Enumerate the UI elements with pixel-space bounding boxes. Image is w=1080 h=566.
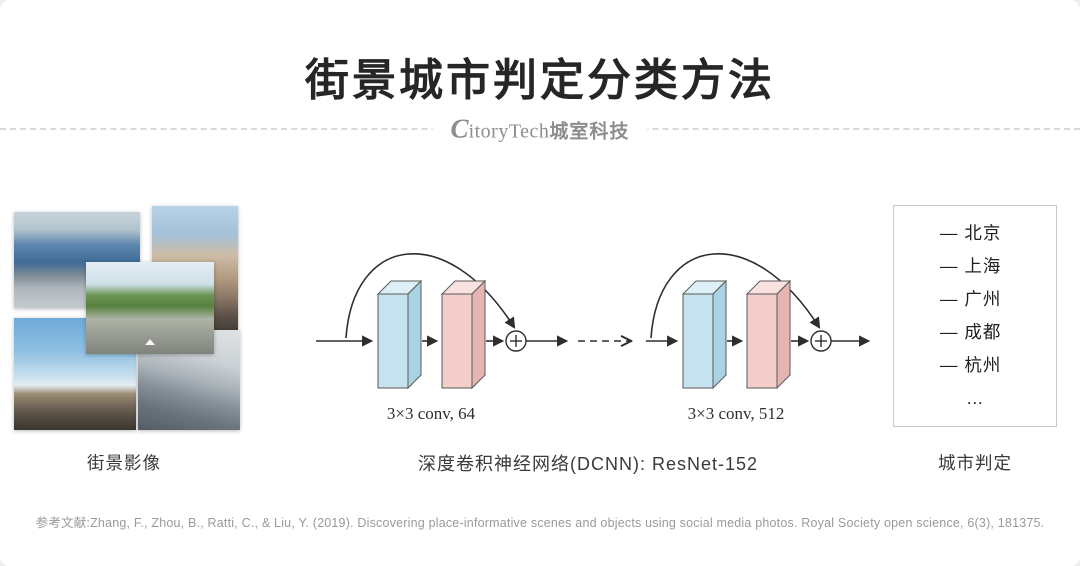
brand-logo-initial: C (450, 113, 469, 144)
conv-layer-pink-1 (440, 279, 487, 390)
city-list-ellipsis: … (966, 388, 986, 408)
page-title: 街景城市判定分类方法 (305, 56, 775, 105)
conv-layer-pink-2 (745, 279, 792, 390)
conv-layer-blue-2 (681, 279, 728, 390)
brand-logo-cjk: 城室科技 (549, 121, 630, 143)
conv-layer-blue-1 (376, 279, 423, 390)
resnet-block-2: 3×3 conv, 512 (646, 253, 871, 423)
street-view-caption: 街景影像 (87, 453, 161, 473)
brand-logo: CitoryTech城室科技 (432, 113, 648, 145)
cities-caption: 城市判定 (938, 453, 1012, 473)
street-view-collage: ▲ ▲ (12, 206, 240, 438)
city-list-item: — 北京 (940, 223, 1002, 243)
plus-icon (810, 330, 832, 352)
street-view-nav-arrow-icon: ▲ (141, 337, 159, 348)
resnet-architecture-diagram: 3×3 conv, 64 (316, 253, 871, 423)
city-list-item: — 成都 (940, 322, 1002, 342)
city-list-item: — 广州 (940, 289, 1002, 309)
street-view-photo-road: ▲ (86, 262, 214, 354)
conv-label-1: 3×3 conv, 64 (387, 404, 476, 423)
city-result-box: — 北京 — 上海 — 广州 — 成都 — 杭州 … (893, 205, 1057, 427)
conv-label-2: 3×3 conv, 512 (688, 404, 785, 423)
city-list-item: — 上海 (940, 256, 1002, 276)
network-caption: 深度卷积神经网络(DCNN): ResNet-152 (417, 454, 759, 474)
skip-connection-arrow-2 (650, 253, 821, 339)
reference-citation: 参考文献:Zhang, F., Zhou, B., Ratti, C., & L… (35, 516, 1045, 530)
city-list-item: — 杭州 (940, 355, 1002, 375)
brand-logo-latin: itoryTech (468, 120, 550, 143)
plus-icon (505, 330, 527, 352)
skip-connection-arrow-1 (345, 253, 516, 339)
resnet-block-1: 3×3 conv, 64 (316, 253, 569, 423)
